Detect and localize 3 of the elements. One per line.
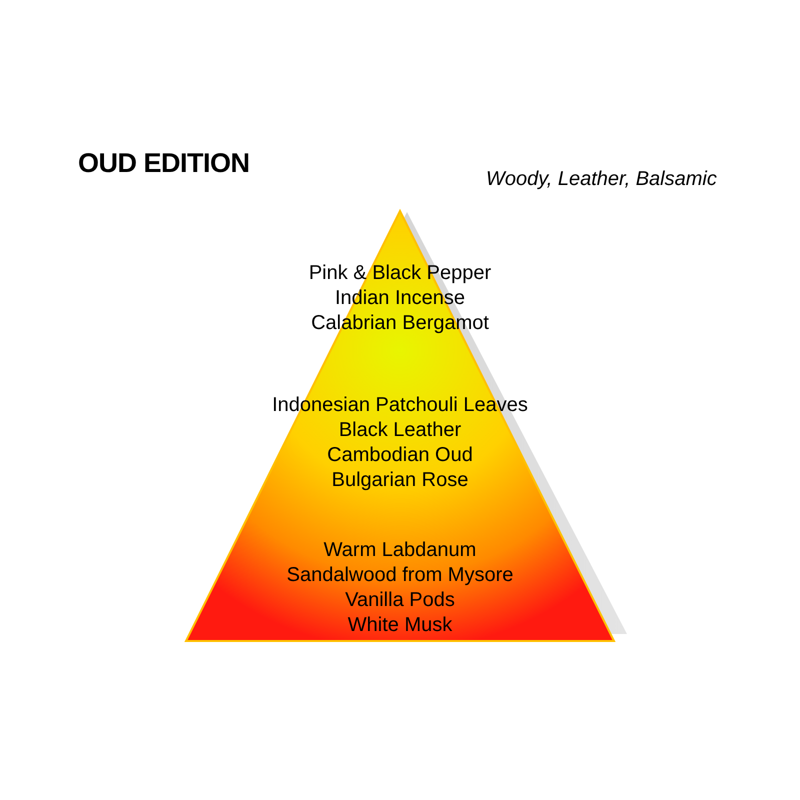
subtitle-text: Woody, Leather, Balsamic bbox=[486, 168, 717, 191]
notes-text: Warm Labdanum Sandalwood from Mysore Vanilla Pods White Musk bbox=[286, 538, 514, 638]
title: OUD EDITION bbox=[78, 148, 250, 179]
